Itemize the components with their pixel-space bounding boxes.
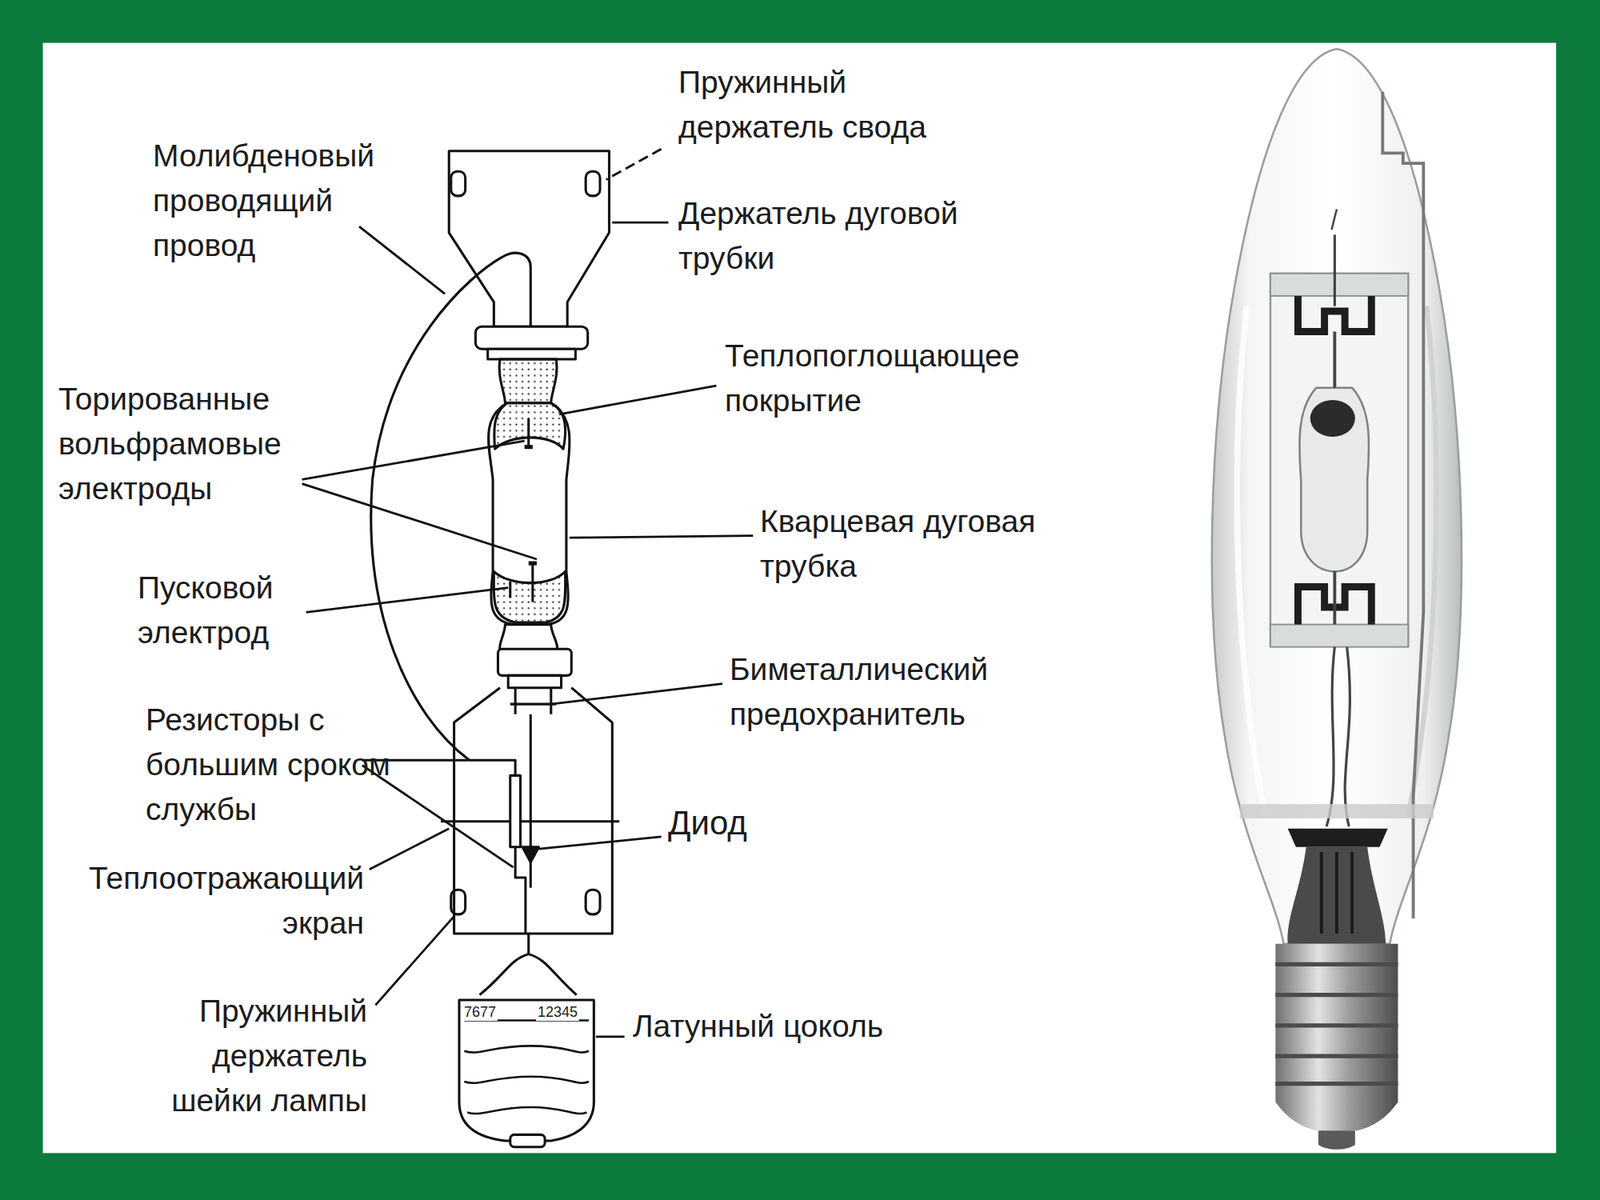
base-marking: 7677 (462, 1003, 498, 1021)
part-label: Торированные вольфрамовые электроды (58, 376, 347, 512)
leader-lines (302, 148, 754, 1037)
part-label: Кварцевая дуговая трубка (760, 499, 1120, 589)
part-label: Теплоотражающий экран (44, 856, 364, 946)
part-label: Пружинный держатель свода (678, 60, 991, 150)
part-label: Диод (668, 800, 828, 846)
base-marking: 12345 (536, 1003, 580, 1021)
part-label: Молибденовый проводящий провод (152, 133, 425, 268)
lamp-schematic (371, 151, 620, 1148)
part-label: Пружинный держатель шейки лампы (143, 988, 368, 1124)
part-label: Биметаллический предохранитель (729, 647, 1066, 737)
part-label: Пусковой электрод (137, 565, 330, 656)
part-label: Латунный цоколь (632, 1004, 884, 1049)
lamp-photo (1212, 48, 1462, 1150)
part-label: Теплопоглощающее покрытие (724, 333, 1093, 424)
part-label: Держатель дуговой трубки (678, 191, 1039, 281)
part-label: Резисторы с большим сроком службы (145, 697, 418, 832)
